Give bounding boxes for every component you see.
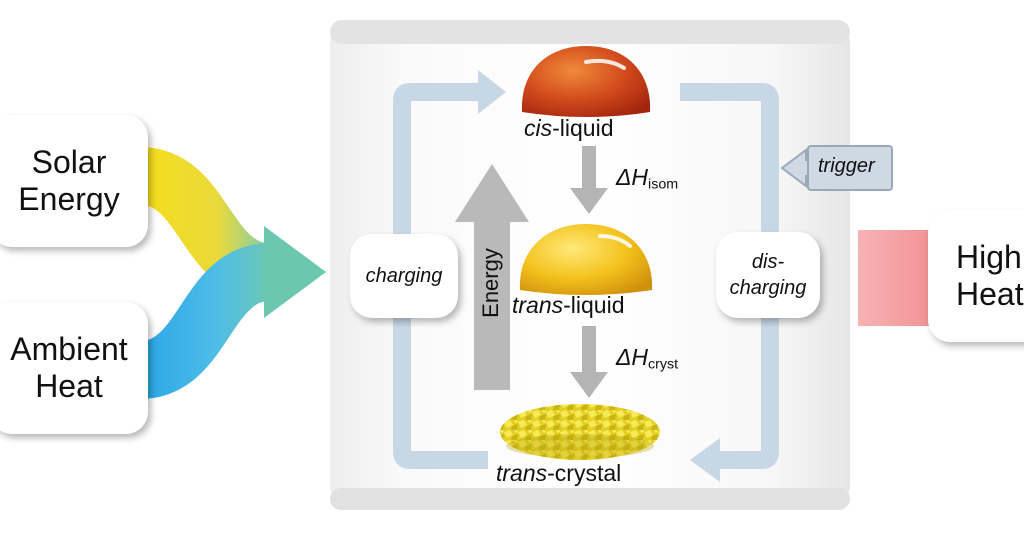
enthalpy-isom-label: ΔHisom: [616, 164, 679, 193]
isom-arrow-shaft: [582, 146, 596, 190]
solar-line2: Energy: [18, 181, 120, 217]
discharging-line2: charging: [729, 277, 807, 299]
enthalpy-cryst-label: ΔHcryst: [616, 344, 679, 373]
cryst-arrow-shaft: [582, 326, 596, 374]
discharging-box: dis- charging: [716, 232, 820, 318]
cryst-arrowhead: [570, 372, 608, 398]
solar-line1: Solar: [31, 144, 107, 180]
ambient-heat-box: Ambient Heat: [0, 302, 148, 434]
energy-arrowhead: [455, 164, 529, 222]
trigger-box: [807, 145, 893, 191]
container-bottom-rim: [330, 488, 850, 510]
crystal-pile-shade: [506, 434, 654, 458]
energy-label: Energy: [478, 248, 503, 318]
trigger-label: trigger: [818, 155, 875, 177]
ambient-line1: Ambient: [10, 331, 128, 367]
trans-droplet: [519, 224, 653, 295]
ambient-flow: [137, 243, 273, 399]
discharging-arrowhead: [690, 438, 720, 482]
crystal-pile: [500, 404, 660, 460]
discharging-line1: dis-: [751, 251, 785, 273]
charging-box: charging: [350, 234, 458, 318]
cis-liquid-label: cis-liquid: [524, 115, 614, 141]
high-heat-box: High Heat: [928, 210, 1024, 342]
trans-crystal-label: trans-crystal: [496, 460, 622, 486]
output-line1: High: [956, 239, 1022, 275]
solar-energy-box: Solar Energy: [0, 115, 148, 247]
charging-arrowhead: [478, 70, 506, 114]
trans-liquid-label: trans-liquid: [512, 292, 625, 318]
energy-arrow-shaft: [474, 220, 510, 390]
isom-arrowhead: [570, 188, 608, 214]
charging-label: charging: [365, 265, 443, 287]
output-line2: Heat: [956, 276, 1024, 312]
trans-droplet-highlight: [598, 234, 632, 248]
merge-arrowhead: [264, 226, 326, 318]
ambient-line2: Heat: [35, 368, 103, 404]
container-top-rim: [330, 20, 850, 44]
cis-droplet-highlight: [584, 58, 626, 70]
